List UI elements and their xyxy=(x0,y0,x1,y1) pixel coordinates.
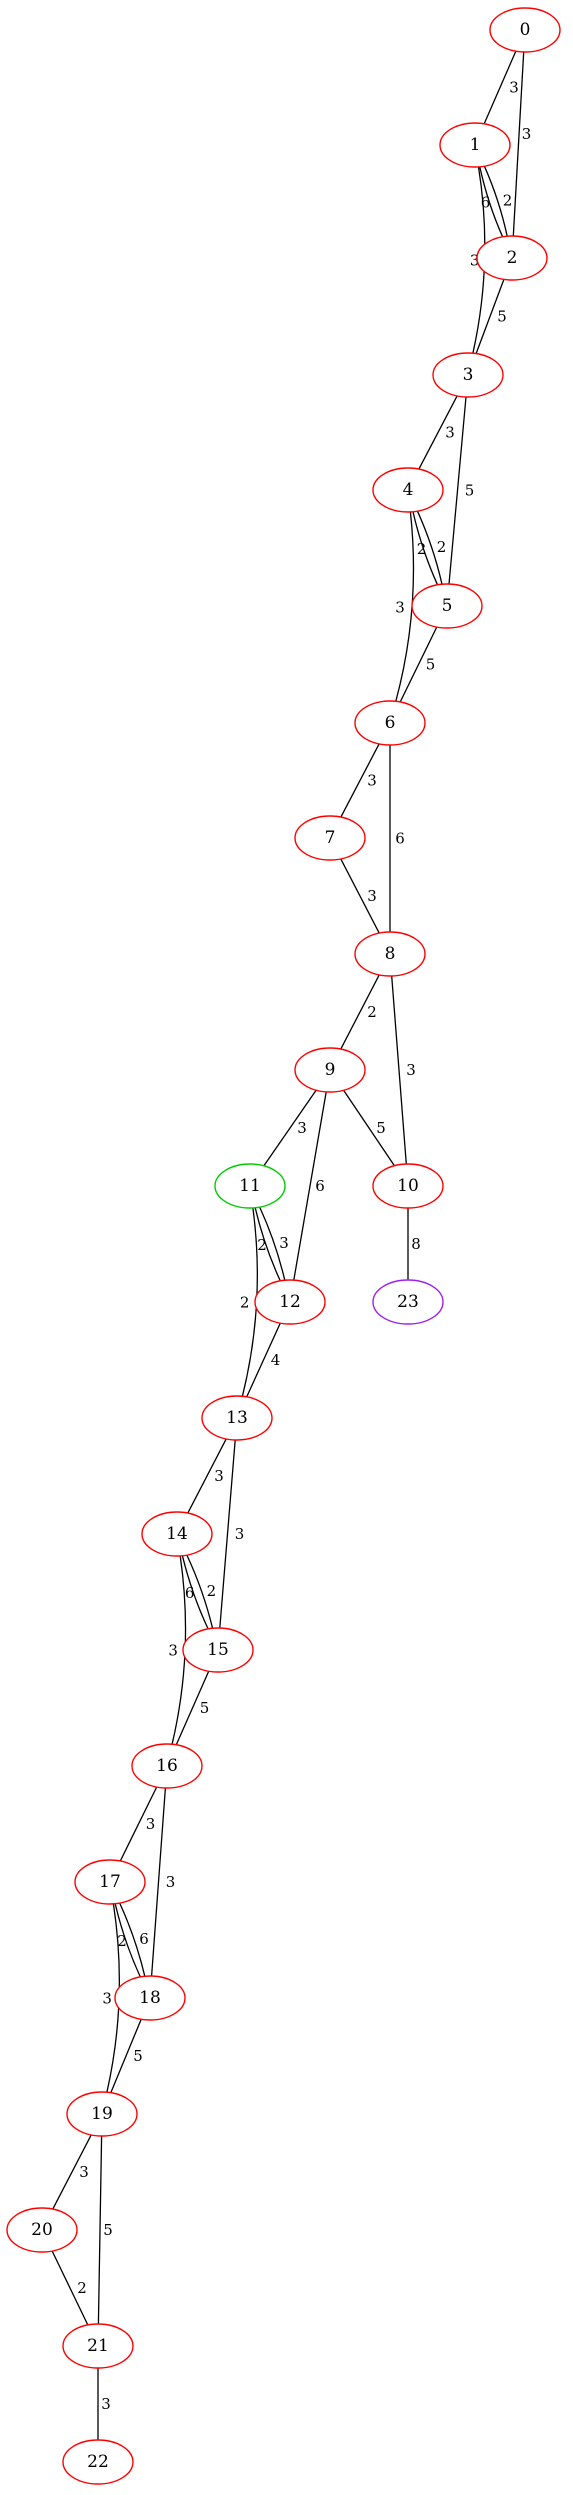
edge-label-14-16: 3 xyxy=(168,1642,178,1660)
node-label-22: 22 xyxy=(87,2452,109,2472)
edge-9-10 xyxy=(344,1090,395,1165)
node-label-14: 14 xyxy=(166,1524,188,1544)
node-label-2: 2 xyxy=(507,248,518,268)
edge-label-20-21: 2 xyxy=(77,2279,87,2297)
edge-label-17-19: 3 xyxy=(102,1989,112,2007)
node-14: 14 xyxy=(142,1512,212,1556)
node-15: 15 xyxy=(183,1628,253,1672)
edge-label-17-18: 6 xyxy=(139,1930,149,1948)
node-label-17: 17 xyxy=(99,1872,121,1892)
node-20: 20 xyxy=(7,2208,77,2252)
edge-label-4-6: 3 xyxy=(395,598,405,616)
node-23: 23 xyxy=(373,1280,443,1324)
edge-label-4-5: 2 xyxy=(437,538,447,556)
edge-label-10-23: 8 xyxy=(411,1235,421,1253)
edge-label-0-1: 3 xyxy=(509,79,519,97)
edge-label-9-11: 3 xyxy=(297,1119,307,1137)
node-6: 6 xyxy=(355,701,425,745)
edge-label-9-12: 6 xyxy=(315,1177,325,1195)
node-label-1: 1 xyxy=(470,135,481,155)
node-label-20: 20 xyxy=(31,2220,53,2240)
node-17: 17 xyxy=(75,1860,145,1904)
edge-label-11-12: 2 xyxy=(257,1236,267,1254)
node-16: 16 xyxy=(132,1744,202,1788)
node-label-4: 4 xyxy=(403,480,414,500)
edge-label-9-10: 5 xyxy=(376,1119,386,1137)
node-5: 5 xyxy=(412,584,482,628)
node-21: 21 xyxy=(63,2324,133,2368)
edge-label-6-8: 6 xyxy=(395,830,405,848)
edge-label-16-17: 3 xyxy=(146,1815,156,1833)
edge-9-11 xyxy=(264,1090,316,1166)
node-3: 3 xyxy=(433,353,503,397)
node-12: 12 xyxy=(255,1280,325,1324)
node-9: 9 xyxy=(295,1048,365,1092)
edge-label-3-4: 3 xyxy=(445,424,455,442)
node-label-19: 19 xyxy=(91,2104,113,2124)
node-1: 1 xyxy=(440,123,510,167)
node-10: 10 xyxy=(373,1164,443,1208)
node-label-21: 21 xyxy=(87,2336,109,2356)
node-label-0: 0 xyxy=(520,20,531,40)
edge-19-21 xyxy=(98,2136,101,2324)
node-8: 8 xyxy=(355,932,425,976)
node-label-12: 12 xyxy=(279,1292,301,1312)
node-label-8: 8 xyxy=(385,944,396,964)
edge-label-18-19: 5 xyxy=(133,2047,143,2065)
edge-label-11-13: 2 xyxy=(240,1294,250,1312)
edge-label-21-22: 3 xyxy=(101,2395,111,2413)
edge-label-6-7: 3 xyxy=(367,772,377,790)
node-22: 22 xyxy=(63,2440,133,2484)
node-18: 18 xyxy=(115,1976,185,2020)
node-label-16: 16 xyxy=(156,1756,178,1776)
edge-label-16-18: 3 xyxy=(166,1873,176,1891)
node-2: 2 xyxy=(477,236,547,280)
edge-8-10 xyxy=(392,976,407,1164)
node-11: 11 xyxy=(215,1164,285,1208)
edge-label-1-2: 2 xyxy=(503,191,513,209)
node-label-5: 5 xyxy=(442,596,453,616)
edge-label-13-15: 3 xyxy=(235,1525,245,1543)
edge-label-4-5: 2 xyxy=(417,540,427,558)
node-label-7: 7 xyxy=(325,828,336,848)
node-7: 7 xyxy=(295,816,365,860)
edge-label-0-2: 3 xyxy=(522,125,532,143)
edge-label-14-15: 2 xyxy=(207,1582,217,1600)
edge-label-12-13: 4 xyxy=(271,1351,281,1369)
edge-label-8-10: 3 xyxy=(406,1061,416,1079)
edge-label-11-12: 3 xyxy=(279,1234,289,1252)
edge-label-15-16: 5 xyxy=(200,1699,210,1717)
node-0: 0 xyxy=(490,8,560,52)
edge-label-14-15: 6 xyxy=(185,1584,195,1602)
edge-label-19-20: 3 xyxy=(79,2163,89,2181)
edge-label-13-14: 3 xyxy=(214,1467,224,1485)
node-label-15: 15 xyxy=(207,1640,229,1660)
edge-label-2-3: 5 xyxy=(497,308,507,326)
node-label-10: 10 xyxy=(397,1176,419,1196)
edge-label-8-9: 2 xyxy=(367,1003,377,1021)
node-13: 13 xyxy=(202,1396,272,1440)
edge-label-3-5: 5 xyxy=(465,482,475,500)
node-label-6: 6 xyxy=(385,713,396,733)
edge-label-5-6: 5 xyxy=(426,656,436,674)
node-label-18: 18 xyxy=(139,1988,161,2008)
edges-layer: 3362353522353632336582324336235332635352… xyxy=(52,51,531,2440)
node-label-23: 23 xyxy=(397,1292,419,1312)
node-19: 19 xyxy=(67,2092,137,2136)
node-4: 4 xyxy=(373,468,443,512)
node-label-13: 13 xyxy=(226,1408,248,1428)
node-label-11: 11 xyxy=(239,1176,261,1196)
edge-label-7-8: 3 xyxy=(367,887,377,905)
node-label-9: 9 xyxy=(325,1060,336,1080)
node-label-3: 3 xyxy=(463,365,474,385)
edge-label-19-21: 5 xyxy=(103,2221,113,2239)
